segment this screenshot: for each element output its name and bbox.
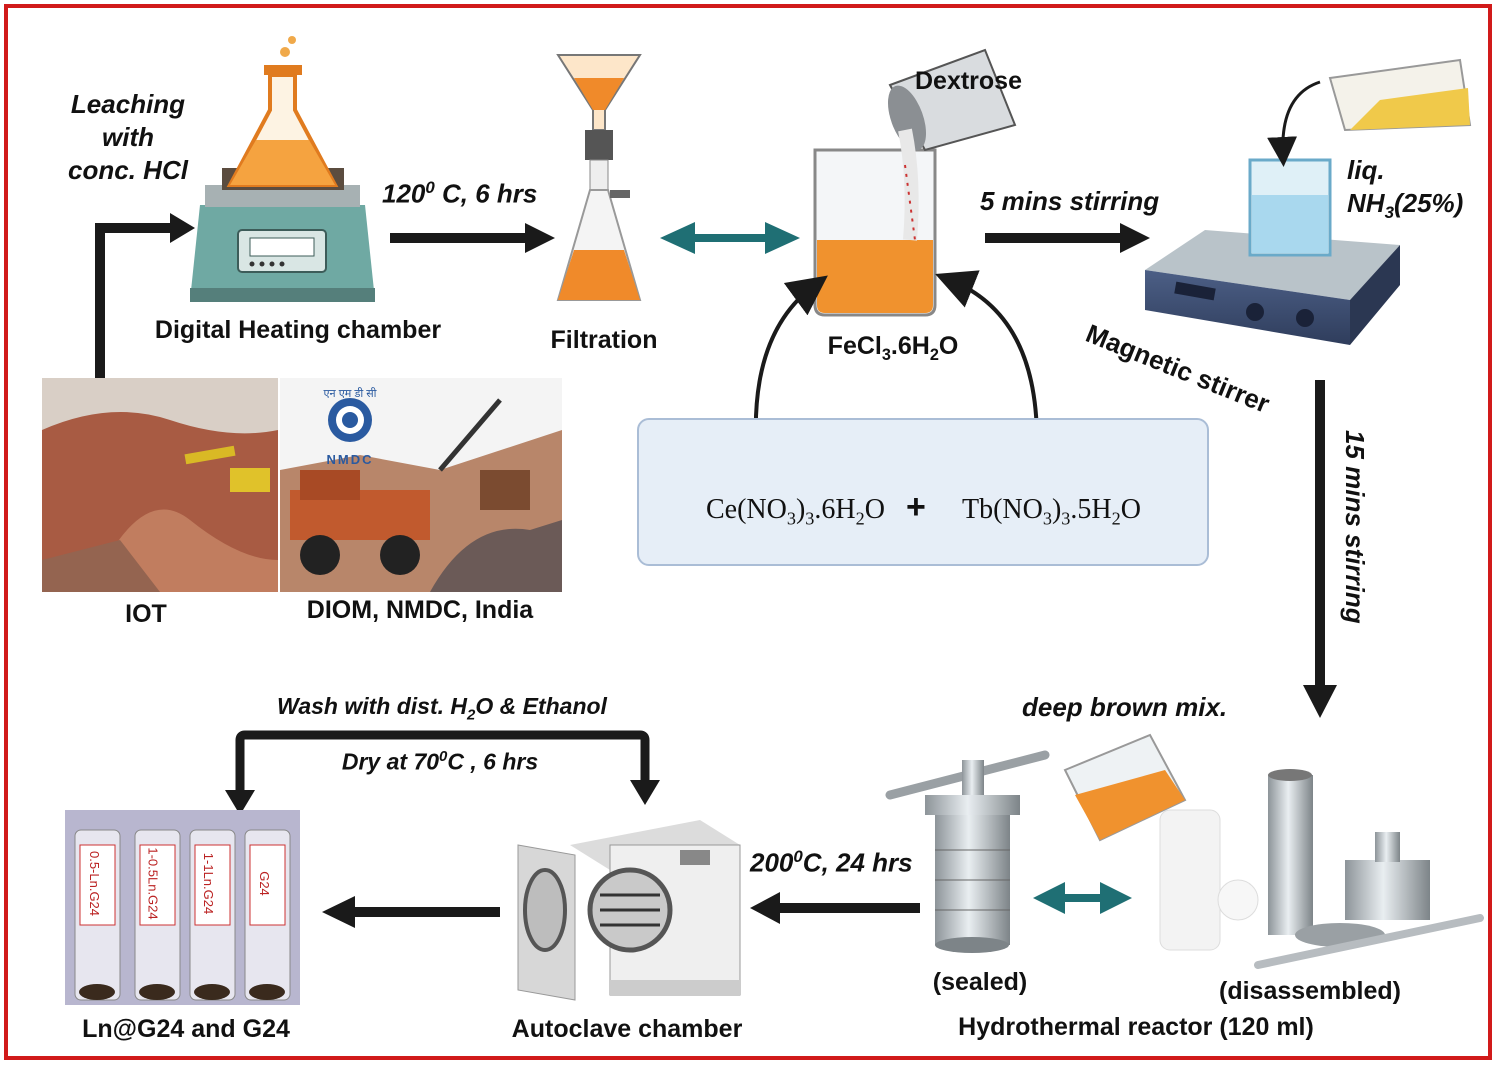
dopant-precursors-box — [637, 418, 1209, 566]
iot-label: IOT — [125, 600, 167, 628]
fecl3-beaker-illustration — [813, 48, 1017, 317]
plus-sign: + — [906, 488, 926, 526]
disassembled-reactor-illustration — [1063, 733, 1484, 969]
autoclave-condition-label: 2000C, 24 hrs — [750, 847, 913, 878]
figure-border — [4, 4, 1492, 1060]
deep-brown-label: deep brown mix. — [1022, 692, 1228, 722]
heating-condition-label: 1200 C, 6 hrs — [382, 178, 538, 209]
sealed-reactor-illustration — [885, 750, 1050, 953]
nmdc-logo-hindi: एन एम डी सी — [323, 388, 377, 400]
filtration-label: Filtration — [550, 326, 658, 354]
nh3-label: NH3(25%) — [1347, 188, 1464, 223]
stirring-15-label: 15 mins stirring — [1340, 430, 1370, 624]
tube-label-1: 0.5-Ln.G24 — [87, 850, 103, 917]
autoclave-label: Autoclave chamber — [511, 1015, 743, 1043]
product-label: Ln@G24 and G24 — [82, 1015, 290, 1043]
diom-label: DIOM, NMDC, India — [306, 596, 534, 624]
disassembled-label: (disassembled) — [1218, 977, 1402, 1005]
diom-photo — [280, 378, 562, 592]
iot-photo — [42, 378, 278, 592]
liq-label: liq. — [1347, 155, 1385, 185]
heating-chamber-illustration — [190, 36, 375, 302]
magnetic-stirrer-illustration — [1145, 58, 1472, 345]
reactor-label: Hydrothermal reactor (120 ml) — [958, 1013, 1314, 1041]
dextrose-label: Dextrose — [915, 67, 1022, 95]
product-tubes-photo — [65, 810, 300, 1005]
stirring-5-label: 5 mins stirring — [980, 186, 1160, 216]
dry-label: Dry at 700C , 6 hrs — [341, 748, 539, 775]
leaching-label: Leaching with conc. HCl — [68, 89, 188, 185]
sealed-label: (sealed) — [932, 968, 1028, 996]
ce-nitrate-label: Ce(NO3)3.6H2O — [706, 494, 885, 529]
nmdc-logo-text: NMDC — [326, 452, 374, 467]
tube-label-4: G24 — [256, 871, 272, 896]
filtration-illustration — [556, 54, 642, 301]
autoclave-illustration — [517, 820, 741, 1001]
process-arrows — [95, 213, 1337, 928]
tube-label-3: 1-1Ln.G24 — [201, 852, 217, 915]
equivalence-arrows — [660, 222, 1132, 914]
fecl3-label: FeCl3.6H2O — [827, 332, 959, 364]
heating-chamber-label: Digital Heating chamber — [154, 316, 442, 344]
tube-label-2: 1-0.5Ln.G24 — [145, 847, 161, 920]
tb-nitrate-label: Tb(NO3)3.5H2O — [962, 494, 1141, 529]
wash-label: Wash with dist. H2O & Ethanol — [277, 693, 607, 724]
